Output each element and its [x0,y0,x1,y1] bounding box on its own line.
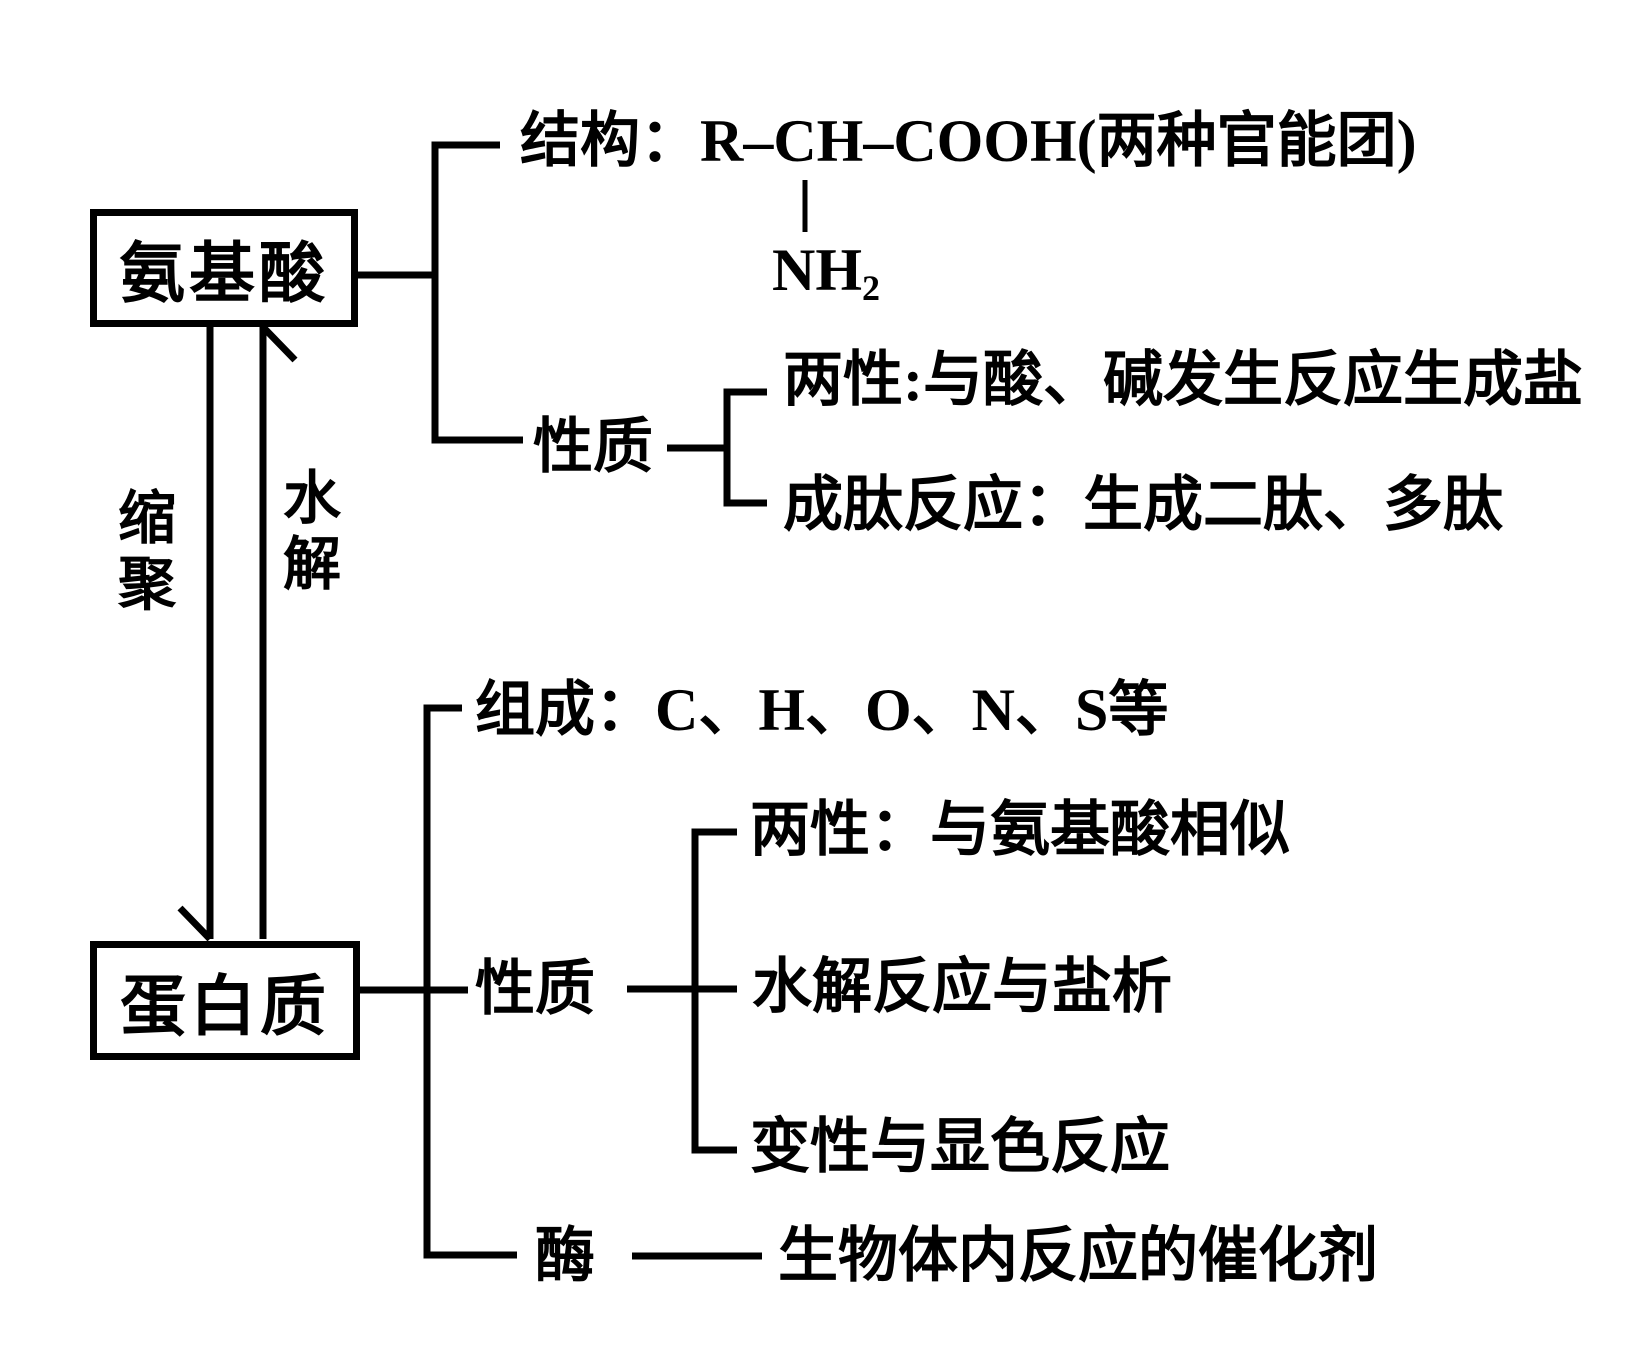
condensation-label: 缩聚 [109,487,174,619]
amino-properties-label: 性质 [533,414,653,480]
protein-denaturation-row: 变性与显色反应 [750,1114,1170,1180]
protein-node: 蛋白质 [90,941,360,1060]
protein-hydrolysis-row: 水解反应与盐析 [752,954,1172,1020]
enzyme-label: 酶 [535,1223,595,1289]
amino-amphoteric-row: 两性:与酸、碱发生反应生成盐 [783,347,1583,413]
amino-structure-row: 结构：R–CH–COOH(两种官能团) [520,108,1417,174]
protein-amphoteric-row: 两性：与氨基酸相似 [750,797,1290,863]
protein-properties-label: 性质 [475,956,595,1022]
nh2-subscript: 2 [862,268,880,309]
hydrolysis-label: 水解 [274,467,339,599]
amino-acid-node-label: 氨基酸 [119,238,329,311]
protein-bracket-lines [360,704,737,1259]
amino-acid-node: 氨基酸 [90,209,358,327]
protein-composition-row: 组成：C、H、O、N、S等 [475,677,1169,743]
nh2-letters: NH [772,237,862,303]
protein-node-label: 蛋白质 [120,970,330,1044]
amino-bracket-lines [358,141,767,507]
nh2-formula: NH2 [772,240,880,306]
hydrolysis-arrow [259,324,298,939]
amino-peptide-row: 成肽反应：生成二肽、多肽 [783,472,1503,538]
condensation-arrow [177,327,214,942]
enzyme-description-row: 生物体内反应的催化剂 [778,1223,1378,1289]
